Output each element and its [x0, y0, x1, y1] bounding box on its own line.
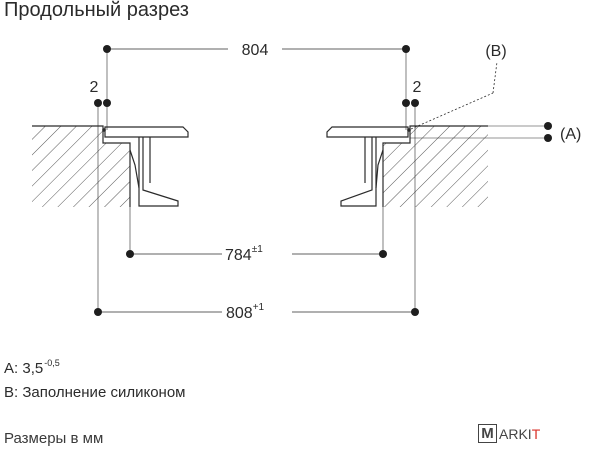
dimension-right-gap: 2: [402, 79, 422, 107]
dimension-784-tolerance: ±1: [252, 244, 263, 255]
dimension-784-label: 784±1: [225, 244, 263, 264]
dimension-784: 784±1: [126, 244, 387, 264]
callout-a: (A): [544, 122, 581, 143]
dimension-left-gap: 2: [90, 79, 111, 107]
extension-lines: [97, 49, 548, 312]
right-gap-label: 2: [413, 79, 422, 96]
left-gap-label: 2: [90, 79, 99, 96]
dimension-784-value: 784: [225, 247, 252, 264]
legend-a: A: 3,5-0,5: [4, 358, 60, 377]
legend-a-value: 3,5: [22, 360, 44, 377]
watermark-text-accent: T: [531, 425, 541, 442]
left-hob-profile: [104, 126, 189, 207]
right-hob-profile: [326, 126, 409, 207]
watermark-letter: M: [478, 424, 497, 443]
dimension-808-value: 808: [226, 305, 253, 322]
legend-b: B: Заполнение силиконом: [4, 384, 185, 401]
dimension-808-tolerance: +1: [253, 302, 265, 313]
dimension-804-label: 804: [242, 42, 269, 59]
dimension-804: 804: [103, 42, 410, 59]
left-countertop: [32, 125, 131, 207]
left-seal-dot: [102, 128, 106, 132]
callout-b: (B): [410, 43, 507, 130]
watermark-text-main: ARKI: [499, 425, 532, 442]
legend-a-key: A:: [4, 360, 19, 377]
right-seal-dot: [407, 128, 411, 132]
callout-b-label: (B): [485, 43, 506, 60]
legend-a-tolerance: -0,5: [44, 358, 60, 368]
dimension-808-label: 808+1: [226, 302, 265, 322]
units-note: Размеры в мм: [4, 430, 104, 447]
dimension-808: 808+1: [94, 302, 419, 322]
watermark-logo: M ARKIT: [478, 424, 540, 443]
watermark-text: ARKIT: [499, 426, 540, 442]
page-title: Продольный разрез: [4, 0, 189, 21]
legend-b-value: Заполнение силиконом: [22, 384, 186, 401]
callout-a-label: (A): [560, 126, 581, 143]
legend-b-key: B:: [4, 384, 19, 401]
